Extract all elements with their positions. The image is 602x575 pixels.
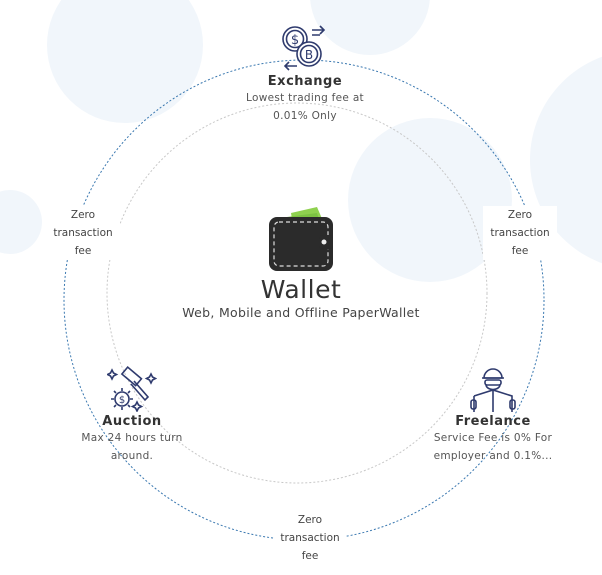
- zero-fee-label-bottom: Zero transaction fee: [273, 511, 347, 565]
- feature-title: Exchange: [267, 74, 343, 89]
- feature-freelance[interactable]: Freelance Service Fee is 0% For employer…: [418, 366, 568, 465]
- zero-fee-line: Zero: [297, 514, 323, 526]
- zero-fee-line: Zero: [70, 209, 96, 221]
- feature-desc: Service Fee is 0% For: [433, 432, 553, 444]
- feature-desc: employer and 0.1%...: [433, 450, 553, 462]
- zero-fee-label-left: Zero transaction fee: [46, 206, 120, 260]
- freelancer-engineer-icon: [470, 368, 516, 412]
- bg-blob: [348, 118, 512, 282]
- zero-fee-line: transaction: [275, 529, 345, 547]
- feature-title: Auction: [102, 414, 162, 429]
- bg-blob: [47, 0, 203, 123]
- svg-text:$: $: [119, 395, 125, 406]
- wallet-icon: [269, 207, 333, 271]
- svg-text:B: B: [305, 48, 313, 62]
- bg-blob: [0, 190, 42, 254]
- zero-fee-line: transaction: [53, 227, 113, 239]
- zero-fee-line: transaction: [490, 227, 550, 239]
- feature-desc: Lowest trading fee at: [246, 92, 364, 104]
- wallet-title: Wallet: [260, 275, 342, 304]
- zero-fee-line: fee: [511, 245, 529, 257]
- inner-ring: [106, 102, 488, 484]
- zero-fee-label-right: Zero transaction fee: [483, 206, 557, 260]
- feature-desc: around.: [110, 450, 154, 462]
- feature-desc: 0.01% Only: [273, 110, 337, 122]
- feature-desc: Max 24 hours turn: [81, 432, 183, 444]
- wallet-subtitle: Web, Mobile and Offline PaperWallet: [182, 305, 420, 320]
- zero-fee-line: fee: [301, 550, 319, 562]
- currency-exchange-icon: $ B: [282, 25, 326, 71]
- bg-blob: [310, 0, 430, 55]
- feature-exchange[interactable]: $ B Exchange Lowest trading fee at 0.01%…: [230, 22, 380, 125]
- zero-fee-line: fee: [74, 245, 92, 257]
- zero-fee-line: Zero: [507, 209, 533, 221]
- svg-text:$: $: [291, 33, 299, 48]
- feature-title: Freelance: [455, 414, 531, 429]
- feature-auction[interactable]: $ Auction Max 24 hours turn around.: [72, 366, 192, 465]
- wallet-center: Wallet Web, Mobile and Offline PaperWall…: [170, 205, 432, 320]
- auction-gavel-icon: $: [107, 366, 157, 412]
